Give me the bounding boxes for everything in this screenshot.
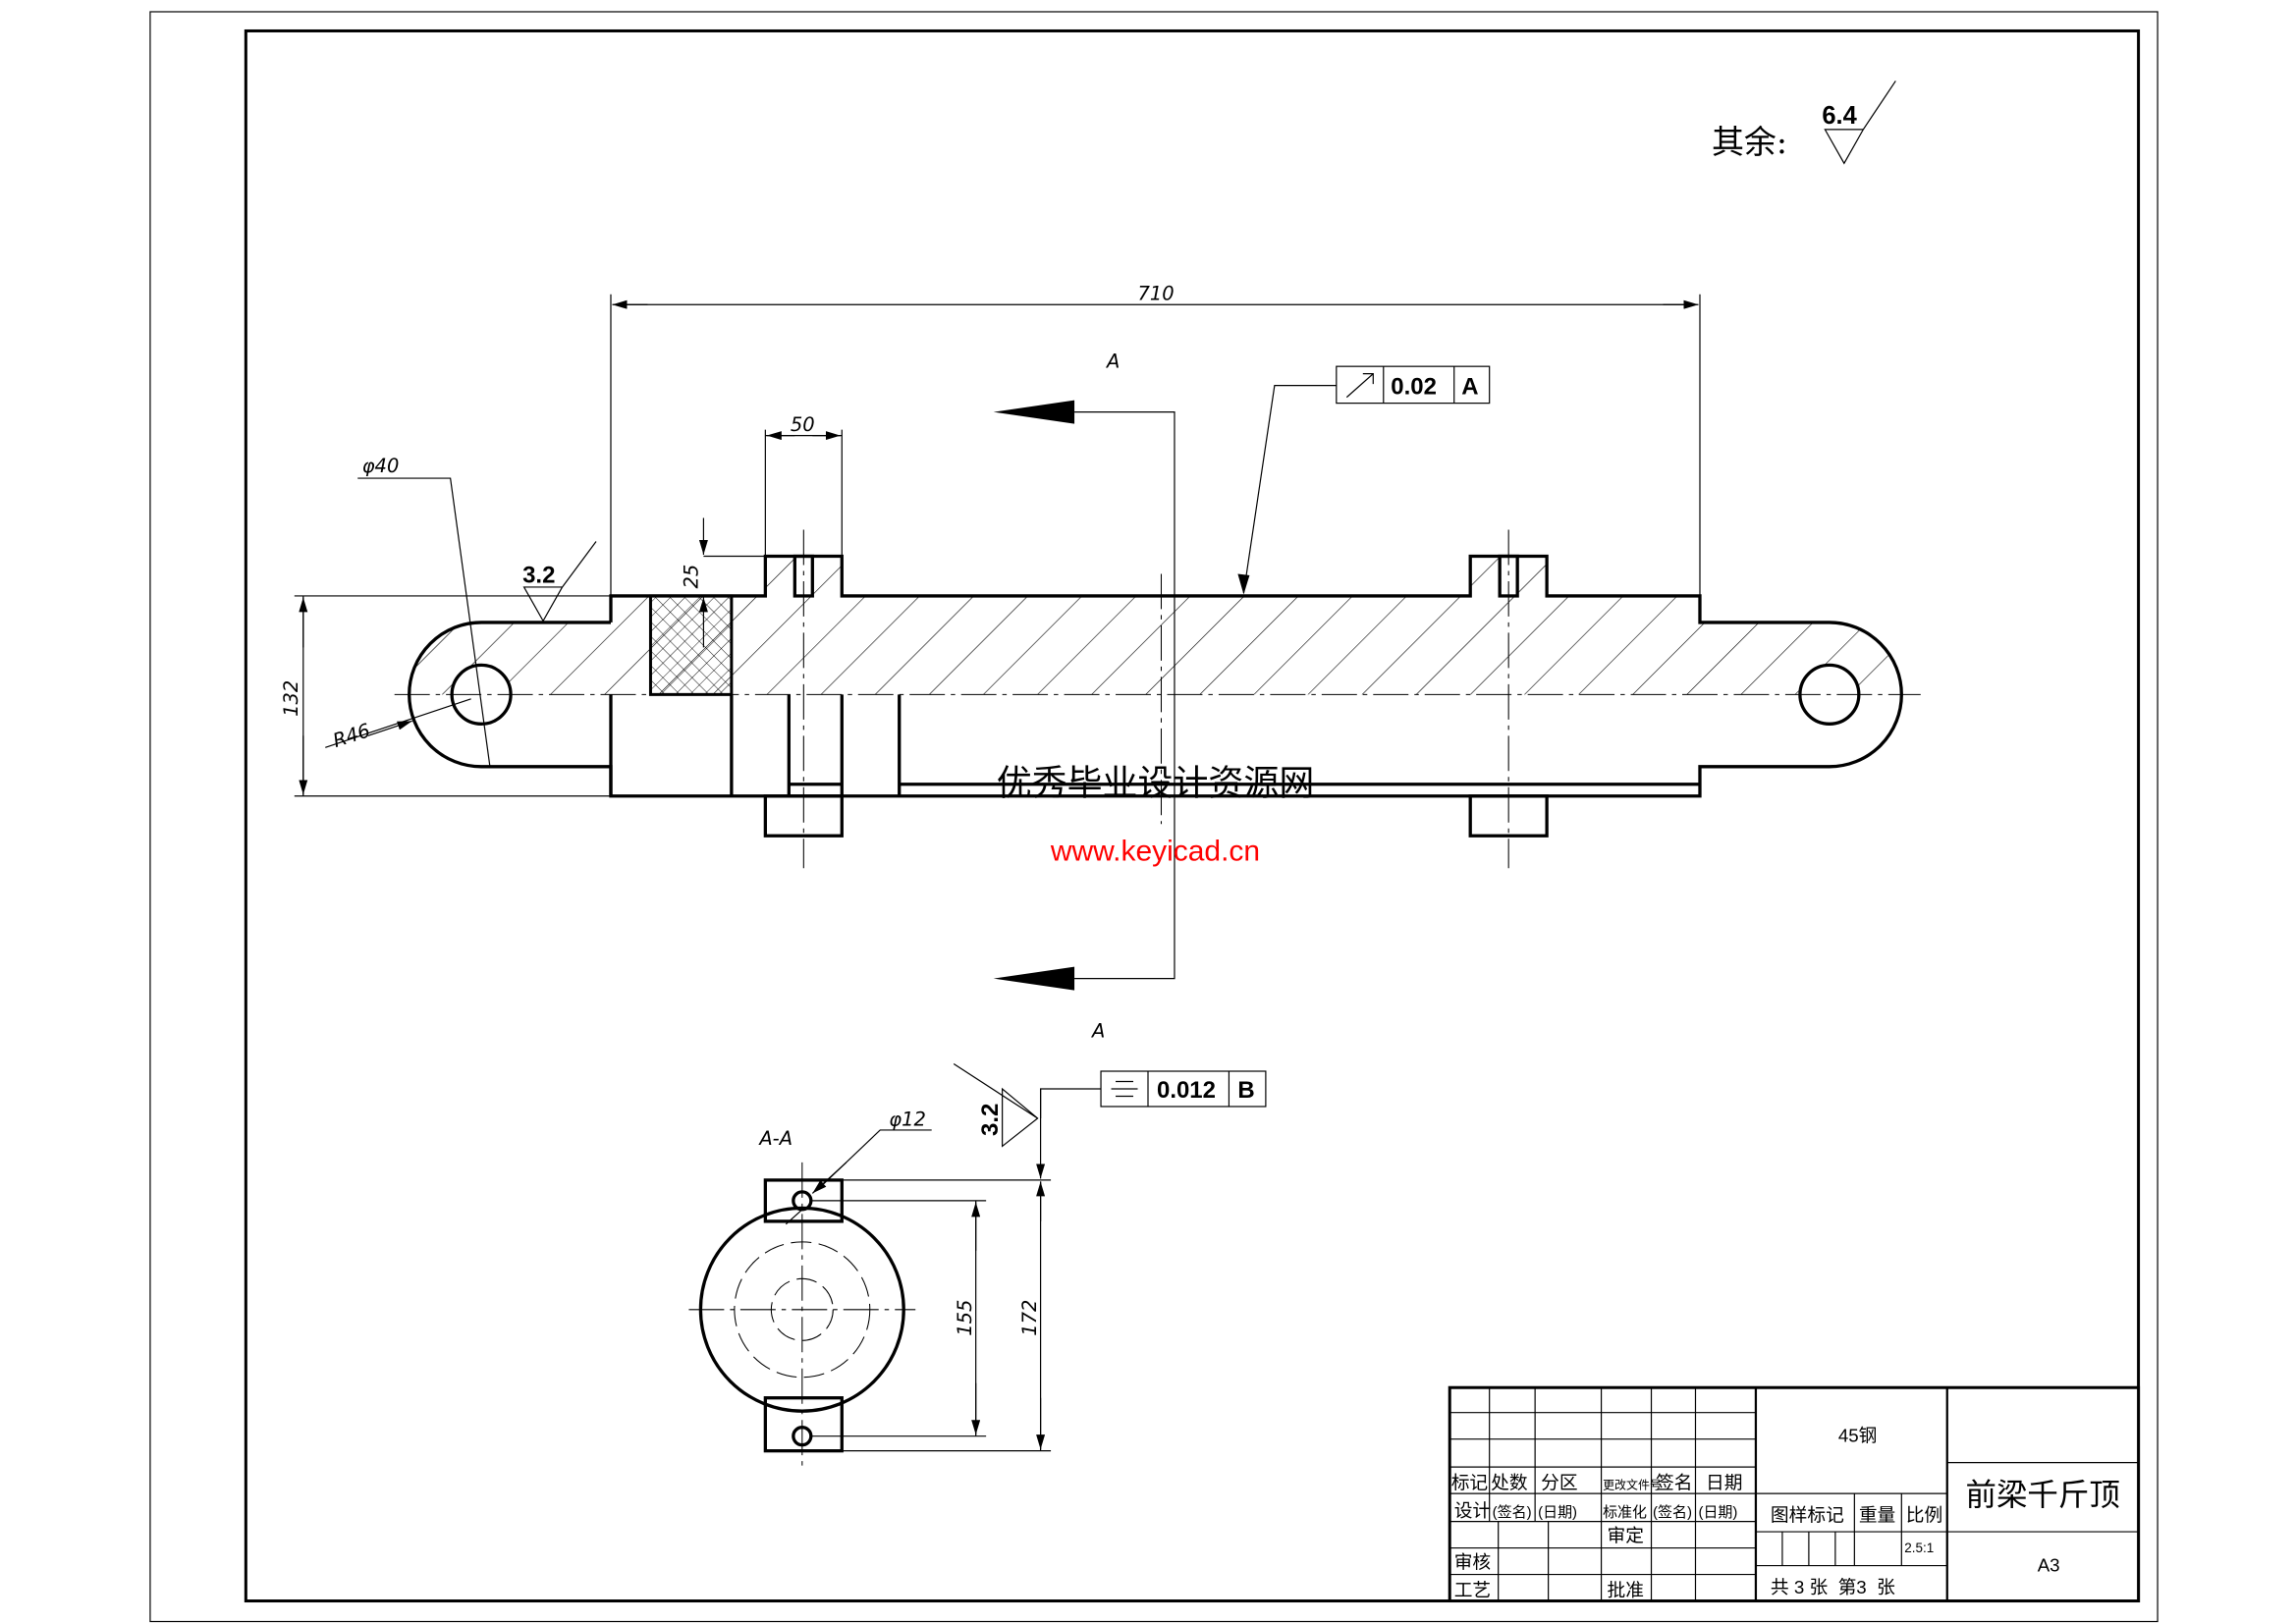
tb-scale-label: 比例	[1906, 1505, 1942, 1526]
dimension-710: 710	[610, 283, 1701, 596]
watermark-cn: 优秀毕业设计资源网	[997, 763, 1315, 803]
dim-text: 710	[1138, 283, 1175, 305]
center-lines	[394, 529, 1921, 869]
tb-header: 处数	[1491, 1473, 1528, 1493]
tb-review: 审核	[1454, 1552, 1492, 1573]
symmetry-icon	[1111, 1080, 1138, 1098]
roughness-symbol-icon	[522, 541, 597, 622]
tb-size: A3	[2038, 1555, 2060, 1576]
section-label-top: A	[1105, 351, 1120, 373]
tb-cell: (签名)	[1653, 1504, 1692, 1521]
dim-text: 132	[280, 680, 302, 717]
general-roughness-value: 6.4	[1822, 102, 1857, 130]
tb-sheets: 共 3 张 第3 张	[1771, 1577, 1895, 1597]
arrow-left-icon	[993, 966, 1075, 991]
section-view	[688, 1162, 916, 1472]
tb-stage-mark: 图样标记	[1771, 1505, 1844, 1526]
dim-text: 25	[680, 565, 702, 589]
runout-arrow-icon	[1345, 373, 1374, 399]
tb-scale: 2.5:1	[1904, 1541, 1934, 1555]
main-part-outline	[408, 554, 1903, 838]
dimension-25: 25	[680, 517, 766, 648]
tb-cell: 标准化	[1603, 1504, 1647, 1521]
watermark-url: www.keyicad.cn	[1050, 836, 1260, 868]
arrow-left-icon	[993, 400, 1075, 424]
section-label-bottom: A	[1090, 1020, 1105, 1043]
dimension-50: 50	[764, 413, 843, 557]
tb-header: 日期	[1706, 1473, 1742, 1493]
section-cut-marker: A A	[993, 351, 1175, 1043]
tb-cell: (日期)	[1698, 1504, 1737, 1521]
tolerance-value: 0.02	[1391, 374, 1437, 401]
tb-header: 签名	[1656, 1473, 1692, 1493]
dim-text: R46	[330, 719, 373, 752]
tb-approve: 审定	[1608, 1526, 1644, 1546]
tb-weight: 重量	[1859, 1505, 1895, 1526]
tb-ratify: 批准	[1608, 1580, 1644, 1600]
tolerance-datum: B	[1237, 1077, 1254, 1104]
tb-header: 标记	[1451, 1473, 1488, 1493]
tb-process: 工艺	[1454, 1580, 1491, 1600]
section-hatch	[409, 595, 1902, 695]
roughness-symbol-icon	[1824, 81, 1896, 165]
title-block: 标记 处数 分区 更改文件号 签名 日期 设计 (签名) (日期) 标准化 (签…	[1448, 1385, 2141, 1603]
dim-text: 50	[791, 413, 815, 436]
tb-cell: (日期)	[1538, 1504, 1577, 1521]
tolerance-datum: A	[1461, 374, 1478, 401]
dimension-r46: R46	[325, 698, 471, 752]
general-roughness-label: 其余:	[1712, 123, 1787, 161]
roughness-3-2-section: 3.2	[953, 1063, 1039, 1148]
dimension-phi12: φ12	[785, 1108, 932, 1225]
dim-text: 155	[954, 1300, 976, 1336]
tb-title: 前梁千斤顶	[1965, 1478, 2119, 1512]
tb-header: 分区	[1541, 1473, 1577, 1493]
tb-material: 45钢	[1838, 1426, 1878, 1446]
tolerance-frame-runout: 0.02 A	[1237, 365, 1491, 595]
tolerance-frame-symmetry: 0.012 B	[1039, 1070, 1267, 1118]
roughness-3-2-main: 3.2	[522, 541, 597, 622]
dimension-132: 132	[280, 595, 611, 797]
roughness-value: 3.2	[977, 1104, 1004, 1136]
section-view-title: A-A	[757, 1127, 793, 1150]
dimension-172: 172	[842, 1088, 1052, 1452]
tb-header: 更改文件号	[1603, 1478, 1662, 1492]
tolerance-value: 0.012	[1157, 1077, 1216, 1104]
outer-border	[149, 11, 2159, 1623]
general-roughness-note: 其余: 6.4	[1712, 81, 1896, 165]
tb-cell: 设计	[1454, 1500, 1491, 1521]
roughness-symbol-icon	[953, 1063, 1039, 1148]
dim-text: 172	[1018, 1300, 1041, 1336]
dimension-155: 155	[810, 1200, 987, 1437]
tb-cell: (签名)	[1493, 1504, 1532, 1521]
dim-text: φ40	[362, 455, 400, 477]
dim-text: φ12	[889, 1108, 926, 1130]
seal-crosshatch	[648, 594, 734, 696]
dimension-phi40: φ40	[357, 455, 491, 769]
inner-frame	[244, 28, 2141, 1603]
roughness-value: 3.2	[522, 562, 555, 588]
